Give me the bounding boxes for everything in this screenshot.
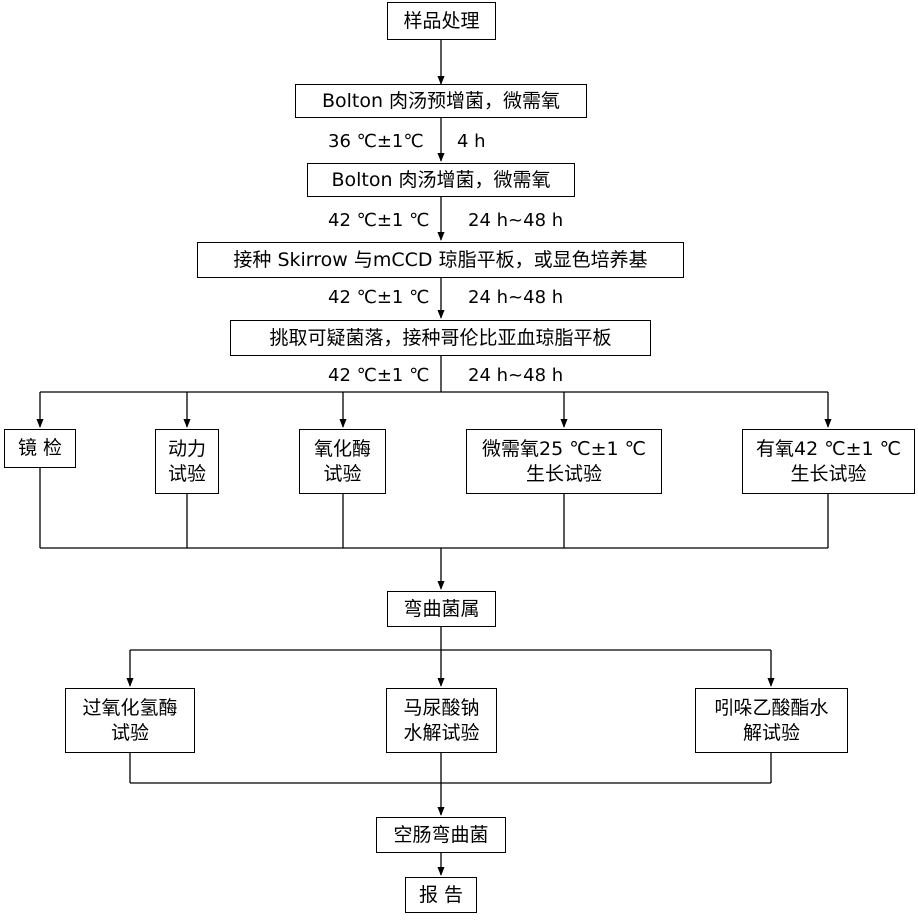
node-oxidase-test: 氧化酶 试验 (299, 429, 386, 494)
condition-2-time: 24 h~48 h (468, 210, 564, 231)
node-pre-enrichment: Bolton 肉汤预增菌，微需氧 (295, 84, 587, 118)
node-microscopy: 镜 检 (4, 429, 76, 468)
node-hippurate-test: 马尿酸钠 水解试验 (386, 688, 497, 753)
condition-2-temperature: 42 ℃±1 ℃ (328, 210, 430, 231)
node-sample-processing: 样品处理 (387, 2, 496, 40)
node-plating: 接种 Skirrow 与mCCD 琼脂平板，或显色培养基 (197, 242, 684, 278)
node-catalase-test: 过氧化氢酶 试验 (65, 688, 195, 753)
node-campylobacter-genus: 弯曲菌属 (387, 591, 496, 627)
node-campylobacter-jejuni: 空肠弯曲菌 (376, 817, 506, 853)
node-indoxyl-acetate-test: 吲哚乙酸酯水 解试验 (695, 688, 848, 753)
condition-4-temperature: 42 ℃±1 ℃ (328, 365, 430, 386)
node-report: 报 告 (405, 877, 477, 913)
node-motility-test: 动力 试验 (155, 429, 219, 494)
node-pick-colonies: 挑取可疑菌落，接种哥伦比亚血琼脂平板 (230, 320, 651, 356)
node-microaerobic-growth-test: 微需氧25 ℃±1 ℃ 生长试验 (466, 429, 662, 494)
node-aerobic-growth-test: 有氧42 ℃±1 ℃ 生长试验 (742, 429, 915, 494)
condition-3-time: 24 h~48 h (468, 287, 564, 308)
condition-4-time: 24 h~48 h (468, 365, 564, 386)
condition-1-time: 4 h (457, 131, 486, 152)
condition-1-temperature: 36 ℃±1℃ (328, 131, 424, 152)
node-enrichment: Bolton 肉汤增菌，微需氧 (307, 163, 575, 197)
condition-3-temperature: 42 ℃±1 ℃ (328, 287, 430, 308)
